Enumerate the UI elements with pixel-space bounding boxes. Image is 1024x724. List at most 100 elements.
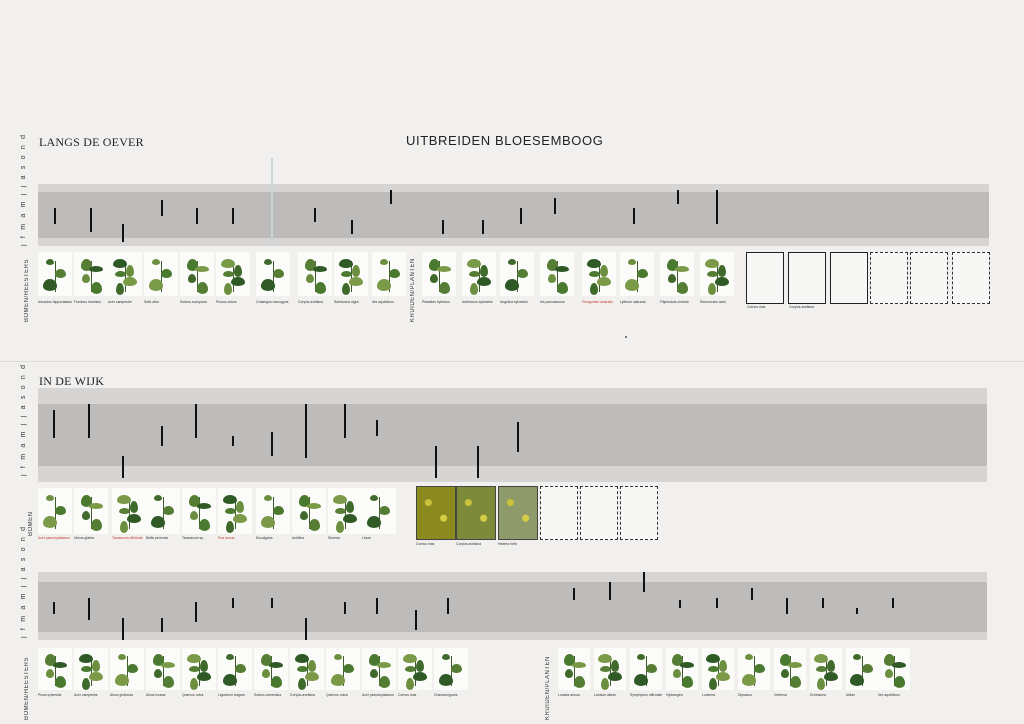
leaf-shape	[117, 494, 131, 504]
leaf-shape	[222, 270, 234, 277]
leaf-shape	[307, 502, 321, 509]
leaf-shape	[625, 279, 639, 292]
leaf-shape	[151, 516, 165, 529]
bloom-tick-1-8	[390, 190, 392, 204]
leaf-shape	[123, 277, 137, 287]
leaf-shape	[195, 266, 209, 273]
plant-card-1-8	[334, 252, 368, 296]
stem	[129, 497, 130, 530]
plant-card-3r-9	[878, 648, 910, 690]
leaf-shape	[666, 258, 678, 271]
empty-slot-dashed-2-1	[580, 486, 618, 540]
plant-caption-2-9: Linum	[362, 536, 372, 540]
leaf-shape	[885, 669, 893, 678]
leaf-shape	[634, 673, 648, 686]
stem	[55, 656, 56, 686]
leaf-shape	[404, 666, 416, 673]
leaf-shape	[160, 268, 172, 278]
leaf-shape	[438, 281, 450, 294]
plant-card-3-5	[218, 648, 252, 690]
leaf-shape	[261, 279, 275, 292]
stem	[677, 260, 678, 292]
plant-caption-2-7: Achillea	[292, 536, 304, 540]
leaf-shape	[118, 654, 126, 661]
stem	[557, 260, 558, 292]
leaf-shape	[611, 660, 619, 673]
plant-caption-3r-0: Lunaria annua	[558, 693, 580, 697]
leaf-shape	[814, 654, 828, 664]
bloom-tick-1-0	[54, 208, 56, 224]
empty-slot-dashed-2-0	[540, 486, 578, 540]
bloom-tick-3-18	[786, 598, 788, 614]
leaf-shape	[883, 654, 895, 667]
plant-card-3r-8	[846, 648, 878, 690]
bloom-tick-2-9	[376, 420, 378, 436]
section-title-in-de-wijk: IN DE WIJK	[39, 374, 105, 388]
plant-caption-2-2: Taraxacum officinale	[112, 536, 143, 540]
stem	[345, 497, 346, 530]
leaf-shape	[707, 666, 719, 673]
leaf-shape	[234, 264, 242, 277]
leaf-shape	[127, 514, 141, 524]
leaf-shape	[226, 654, 234, 661]
leaf-shape	[154, 494, 162, 501]
leaf-shape	[608, 671, 622, 681]
leaf-shape	[548, 274, 556, 283]
leaf-shape	[480, 264, 488, 277]
plant-card-2-3	[146, 488, 180, 534]
empty-slot-solid-0	[746, 252, 784, 304]
leaf-shape	[637, 654, 645, 661]
plant-caption-1-8: Sambucus nigra	[334, 300, 359, 304]
leaf-shape	[224, 283, 232, 296]
stem	[790, 656, 791, 686]
leaf-shape	[82, 274, 90, 283]
leaf-shape	[477, 277, 491, 287]
leaf-shape	[269, 661, 283, 668]
bloom-band-2	[38, 404, 987, 466]
plant-card-2-6	[256, 488, 290, 534]
bloom-tick-3-21	[892, 598, 894, 608]
bloom-tick-1-11	[520, 208, 522, 224]
leaf-shape	[260, 654, 272, 667]
plant-card-2-2	[112, 488, 146, 534]
leaf-shape	[200, 660, 208, 673]
plant-card-3-2	[110, 648, 144, 690]
leaf-shape	[313, 266, 327, 273]
bloom-tick-2-10	[435, 446, 437, 478]
plant-card-3-11	[434, 648, 468, 690]
leaf-shape	[186, 258, 198, 271]
bloom-tick-2-4	[195, 404, 197, 438]
leaf-shape	[546, 258, 558, 271]
plant-card-1-12	[500, 252, 534, 296]
plant-card-3r-5	[738, 648, 770, 690]
leaf-shape	[234, 664, 246, 674]
leaf-shape	[342, 664, 354, 674]
leaf-shape	[380, 258, 388, 265]
plant-card-1-16	[660, 252, 694, 296]
plant-caption-3-1: Acer campestre	[74, 693, 98, 697]
plant-card-3-4	[182, 648, 216, 690]
group-label-kruiden-planten-3: KRUIDEN/PLANTEN	[545, 656, 551, 720]
plant-caption-3-2: Alnus glutinosa	[110, 693, 133, 697]
leaf-shape	[742, 673, 756, 686]
leaf-shape	[188, 494, 200, 507]
leaf-shape	[190, 511, 198, 520]
plant-card-3r-4	[702, 648, 734, 690]
plant-caption-3r-3: Hydrangea	[666, 693, 683, 697]
stem	[351, 260, 352, 292]
leaf-shape	[450, 664, 462, 674]
bloom-tick-1-14	[677, 190, 679, 204]
leaf-shape	[892, 661, 906, 668]
plant-card-3-10	[398, 648, 432, 690]
stem	[91, 260, 92, 292]
bloom-tick-1-12	[554, 198, 556, 214]
leaf-shape	[377, 661, 391, 668]
leaf-shape	[824, 671, 838, 681]
leaf-shape	[264, 258, 272, 265]
leaf-shape	[516, 268, 528, 278]
plant-caption-3r-1: Lamium album	[594, 693, 617, 697]
leaf-shape	[305, 671, 319, 681]
leaf-shape	[334, 654, 342, 661]
leaf-shape	[90, 281, 102, 294]
plant-card-3-3	[146, 648, 180, 690]
